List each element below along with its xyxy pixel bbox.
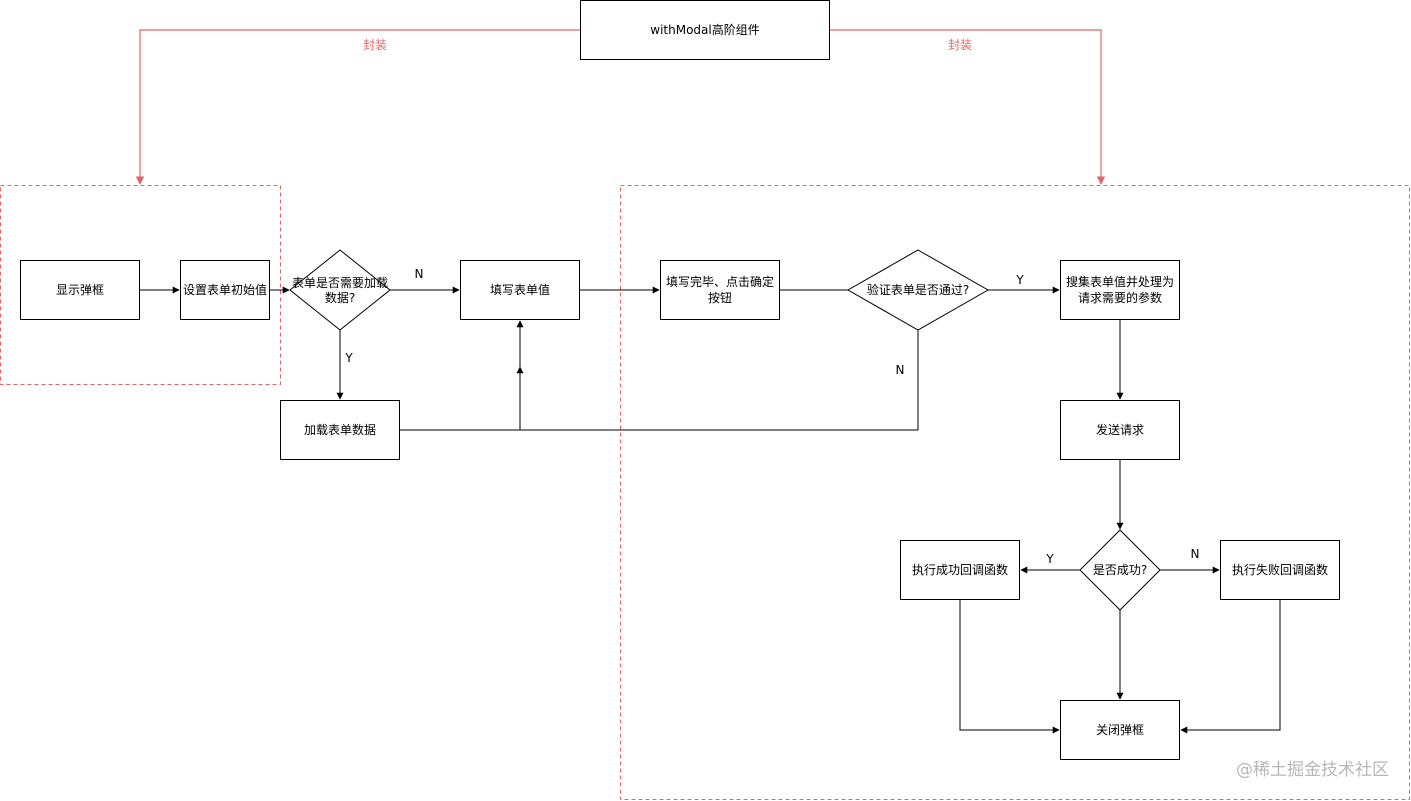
- node-on-success: 执行成功回调函数: [900, 540, 1020, 600]
- node-on-fail: 执行失败回调函数: [1220, 540, 1340, 600]
- node-load-data-label: 加载表单数据: [304, 422, 376, 437]
- node-need-load-label-2: 数据?: [325, 290, 355, 305]
- node-fill-form-label: 填写表单值: [490, 282, 550, 297]
- node-need-load-label-1: 表单是否需要加载: [292, 276, 388, 290]
- label-need-load-yes: Y: [344, 351, 353, 365]
- node-fill-form: 填写表单值: [460, 260, 580, 320]
- label-need-load-no: N: [415, 267, 424, 281]
- node-show-modal-label: 显示弹框: [56, 283, 104, 297]
- edge-validate-no-back: [516, 330, 919, 431]
- node-set-initial-label: 设置表单初始值: [183, 282, 267, 297]
- edge-load-to-fill: [400, 320, 524, 431]
- node-validate-decision: 验证表单是否通过?: [846, 249, 990, 331]
- node-set-initial: 设置表单初始值: [180, 260, 270, 320]
- node-collect-label-1: 搜集表单值并处理为: [1066, 274, 1174, 289]
- node-load-data: 加载表单数据: [280, 400, 400, 460]
- edge-on-fail-to-close: [1180, 600, 1281, 734]
- node-close-modal-label: 关闭弹框: [1096, 723, 1144, 737]
- node-on-fail-label: 执行失败回调函数: [1232, 562, 1328, 577]
- watermark: @稀土掘金技术社区: [1236, 760, 1389, 780]
- wrap-arrow-right: [830, 29, 1106, 185]
- node-on-success-label: 执行成功回调函数: [912, 562, 1008, 577]
- node-success-decision: 是否成功?: [1079, 529, 1161, 611]
- node-need-load-decision: 表单是否需要加载 数据?: [289, 249, 391, 331]
- label-validate-no: N: [896, 363, 905, 377]
- wrap-label-left: 封装: [363, 38, 387, 52]
- edge-on-success-to-close: [959, 600, 1060, 734]
- wrap-arrow-left: [135, 29, 580, 185]
- label-validate-yes: Y: [1015, 273, 1024, 287]
- node-send-request: 发送请求: [1060, 400, 1180, 460]
- node-send-request-label: 发送请求: [1096, 422, 1144, 437]
- node-validate-label: 验证表单是否通过?: [867, 282, 969, 297]
- node-collect-label-2: 请求需要的参数: [1078, 290, 1162, 305]
- right-group-box: [620, 185, 1410, 800]
- node-close-modal: 关闭弹框: [1060, 700, 1180, 760]
- node-show-modal: 显示弹框: [20, 260, 140, 320]
- top-component-label: withModal高阶组件: [650, 22, 759, 37]
- node-collect: 搜集表单值并处理为 请求需要的参数: [1060, 260, 1180, 320]
- left-group-box: [0, 185, 281, 385]
- label-success-no: N: [1191, 547, 1200, 561]
- node-fill-done-label-1: 填写完毕、点击确定: [666, 274, 774, 289]
- wrap-label-right: 封装: [948, 38, 972, 52]
- top-component-box: [580, 0, 830, 60]
- node-fill-done-label-2: 按钮: [708, 290, 732, 305]
- node-success-label: 是否成功?: [1093, 563, 1147, 577]
- node-fill-done: 填写完毕、点击确定 按钮: [660, 260, 780, 320]
- label-success-yes: Y: [1045, 552, 1054, 566]
